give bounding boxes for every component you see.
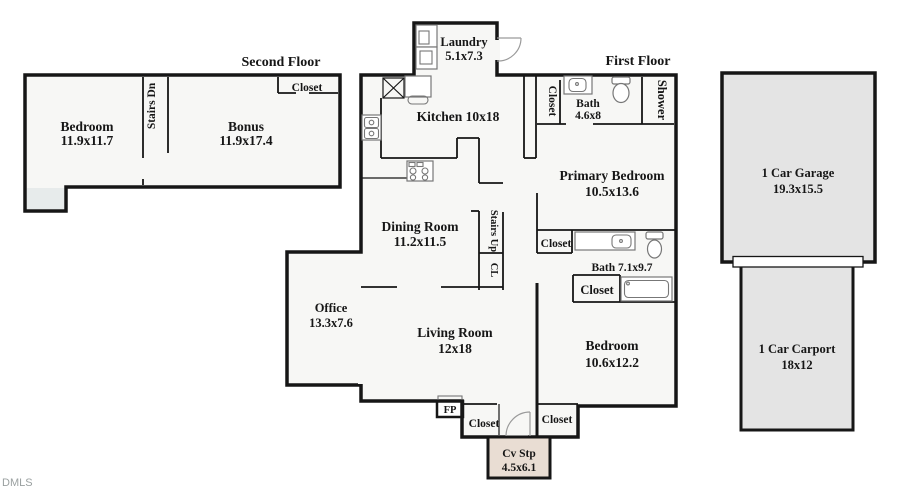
second-floor-open-porch [27, 188, 64, 209]
office-dims: 13.3x7.6 [309, 316, 353, 330]
carport-footprint [741, 262, 853, 430]
bonus-room-label: Bonus [228, 119, 264, 134]
lower-closet-label: Closet [580, 283, 614, 297]
office-label: Office [315, 301, 348, 315]
primary-bedroom-dims: 10.5x13.6 [585, 184, 639, 199]
carport-dims: 18x12 [781, 358, 812, 372]
second-floor-footprint [23, 73, 342, 213]
stairs-up-label: Stairs Up [488, 210, 499, 252]
garage-label: 1 Car Garage [762, 166, 835, 180]
bonus-room-dims: 11.9x17.4 [219, 133, 273, 148]
pantry-icon [382, 77, 405, 99]
dining-room-label: Dining Room [382, 219, 460, 234]
laundry-door-arc-icon [496, 37, 522, 62]
top-bath-dims: 4.6x8 [575, 110, 601, 122]
second-floor-closet-label: Closet [292, 82, 323, 94]
fireplace-label: FP [444, 405, 457, 416]
carport-label: 1 Car Carport [759, 342, 837, 356]
mid-bath-vanity-sink-icon [574, 231, 636, 251]
top-bath-vanity-sink-icon [563, 75, 593, 95]
mid-closet-label: Closet [541, 238, 572, 250]
first-floor-interior-walls [361, 76, 676, 405]
top-bath-toilet-icon [611, 76, 631, 104]
dmls-watermark: DMLS [2, 477, 33, 489]
laundry-label: Laundry [440, 35, 488, 49]
dining-room-dims: 11.2x11.5 [394, 234, 447, 249]
second-floor-walls [142, 77, 338, 185]
mid-bath-label: Bath 7.1x9.7 [591, 262, 652, 274]
top-bath-label: Bath [576, 98, 600, 110]
shower-label: Shower [655, 80, 669, 121]
covered-stoop-label: Cv Stp [502, 448, 536, 460]
laundry-dims: 5.1x7.3 [445, 49, 483, 63]
fireplace [435, 395, 465, 419]
bedroom-dims: 10.6x12.2 [585, 355, 639, 370]
bedroom-label: Bedroom [586, 338, 640, 353]
fireplace-box [435, 399, 465, 419]
carport-walls [739, 266, 855, 432]
living-room-dims: 12x18 [438, 341, 472, 356]
first-floor-footprint [285, 21, 678, 439]
cl-closet-label: CL [488, 263, 499, 278]
bathtub-icon [620, 276, 673, 302]
garage-door-strip [732, 255, 864, 268]
entry-closet-right-label: Closet [542, 414, 573, 426]
carport: 1 Car Carport 18x12 [732, 255, 864, 432]
entry-closet-left-label: Closet [469, 418, 500, 430]
second-floor-title: Second Floor [242, 55, 321, 70]
first-floor-title: First Floor [606, 54, 671, 69]
kitchen-label: Kitchen 10x18 [417, 109, 500, 124]
mid-bath-toilet-icon [645, 231, 664, 259]
washer-dryer-icons [415, 24, 438, 70]
primary-bedroom-label: Primary Bedroom [559, 168, 665, 183]
living-room-label: Living Room [417, 325, 493, 340]
kitchen-counter-sink-icon [404, 75, 432, 105]
second-floor-bedroom-label: Bedroom [61, 119, 115, 134]
covered-stoop [486, 435, 552, 480]
garage-footprint [720, 71, 877, 264]
first-floor: First Floor Laundry 5.1x7.3 Kitchen 10x1… [285, 21, 678, 480]
kitchen-double-sink-icon [361, 114, 382, 141]
garage: 1 Car Garage 19.3x15.5 [720, 71, 877, 264]
garage-dims: 19.3x15.5 [773, 182, 823, 196]
stairs-down-label: Stairs Dn [146, 82, 158, 129]
stove-icon [406, 160, 434, 182]
top-closet-label: Closet [546, 86, 558, 117]
covered-stoop-dims: 4.5x6.1 [502, 462, 537, 474]
second-floor: Second Floor Bedroom 11.9x11.7 Stairs Dn… [23, 55, 342, 213]
front-door-arc-icon [505, 411, 531, 437]
second-floor-bedroom-dims: 11.9x11.7 [61, 133, 114, 148]
